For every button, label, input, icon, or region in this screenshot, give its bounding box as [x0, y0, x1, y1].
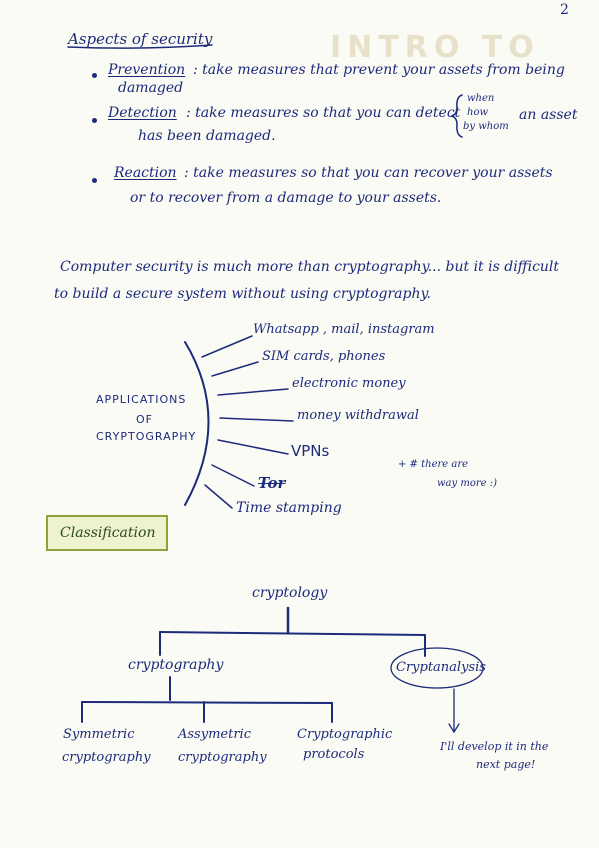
heading-underline	[67, 44, 213, 49]
classification-box: Classification	[46, 515, 168, 551]
aspect-desc-detection-cont: has been damaged.	[138, 128, 276, 144]
aspect-term-prevention: Prevention	[108, 62, 186, 78]
tree-node-cryptanalysis: Cryptanalysis	[396, 660, 486, 675]
application-spoke	[217, 388, 289, 396]
aspect-desc-detection: : take measures so that you can detect	[186, 105, 461, 121]
application-spoke	[217, 439, 289, 455]
application-item: Time stamping	[236, 500, 342, 516]
bullet-dot	[92, 73, 97, 78]
aspect-desc-detection-end: an asset	[519, 107, 578, 123]
application-spoke	[219, 417, 294, 422]
applications-note-1: + # there are	[398, 459, 469, 470]
applications-label-1: APPLICATIONS	[96, 393, 187, 406]
aspect-desc-reaction: : take measures so that you can recover …	[184, 165, 553, 181]
application-item: SIM cards, phones	[262, 349, 386, 364]
application-item: electronic money	[292, 376, 406, 391]
section-heading: Aspects of security	[68, 30, 213, 48]
cryptanalysis-note-1: I'll develop it in the	[440, 740, 549, 753]
brace-word-by-whom: by whom	[463, 121, 509, 132]
application-spoke	[211, 464, 255, 487]
application-item: Whatsapp , mail, instagram	[253, 322, 435, 337]
cryptanalysis-note-2: next page!	[476, 758, 536, 771]
bullet-dot	[92, 178, 97, 183]
applications-label-3: CRYPTOGRAPHY	[96, 430, 197, 443]
cryptanalysis-oval	[390, 647, 484, 689]
applications-arc	[184, 341, 210, 506]
brace-word-how: how	[467, 107, 489, 118]
tree-leaf-symmetric-2: cryptography	[62, 750, 151, 765]
application-spoke	[204, 484, 233, 509]
bleed-through-text: INTRO TO	[330, 30, 540, 65]
detection-brace	[449, 94, 463, 138]
tree-leaf-protocols-2: protocols	[303, 747, 365, 762]
tree-node-cryptography: cryptography	[128, 657, 224, 673]
tree-edge	[159, 631, 426, 636]
applications-note-2: way more :)	[437, 478, 497, 489]
brace-word-when: when	[467, 93, 495, 104]
bullet-dot	[92, 118, 97, 123]
tree-root-cryptology: cryptology	[252, 585, 328, 601]
tree-edge	[81, 701, 333, 704]
tree-leaf-asymmetric-2: cryptography	[178, 750, 267, 765]
classification-title: Classification	[60, 525, 156, 541]
aspect-term-reaction: Reaction	[114, 165, 177, 181]
aspect-term-detection: Detection	[108, 105, 177, 121]
application-item: Tor	[258, 474, 286, 492]
aspect-desc-reaction-cont: or to recover from a damage to your asse…	[130, 190, 442, 206]
tree-leaf-asymmetric-1: Assymetric	[178, 727, 251, 742]
cryptanalysis-arrowhead	[448, 723, 460, 734]
aspect-desc-prevention-cont: damaged	[118, 80, 184, 96]
page-number: 2	[560, 2, 569, 18]
applications-label-2: OF	[136, 413, 153, 426]
statement-line-2: to build a secure system without using c…	[54, 286, 431, 302]
application-item: VPNs	[291, 442, 330, 460]
application-spoke	[201, 335, 253, 358]
application-spoke	[211, 361, 259, 377]
tree-leaf-protocols-1: Cryptographic	[297, 727, 393, 742]
statement-line-1: Computer security is much more than cryp…	[60, 259, 560, 275]
aspect-desc-prevention: : take measures that prevent your assets…	[193, 62, 565, 78]
tree-leaf-symmetric-1: Symmetric	[63, 727, 135, 742]
application-item: money withdrawal	[297, 408, 419, 423]
